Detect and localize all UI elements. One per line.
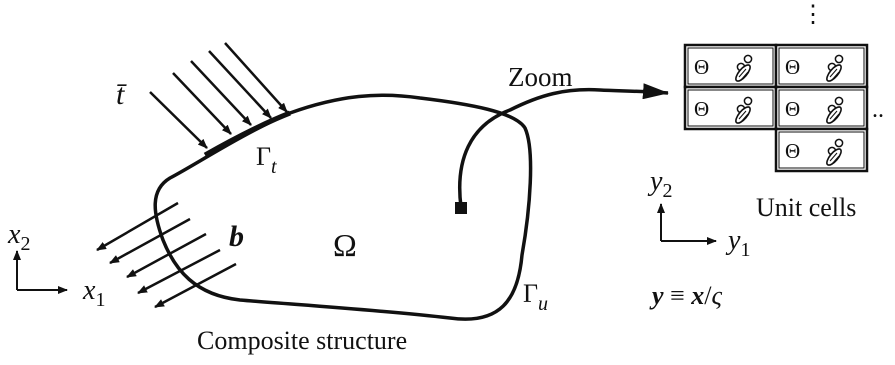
cell-theta-3: Θ bbox=[694, 97, 709, 121]
traction-label: t̄ bbox=[116, 78, 127, 111]
traction-boundary-segment bbox=[203, 110, 291, 158]
gamma-u-label: Γu bbox=[523, 279, 548, 315]
y2-axis-label: y2 bbox=[647, 166, 672, 202]
scaling-relation: y ≡ x/ς bbox=[649, 281, 722, 310]
traction-arrows bbox=[149, 42, 288, 149]
structure-boundary bbox=[153, 93, 533, 321]
zoom-arrow bbox=[458, 83, 669, 208]
x2-axis-label: x2 bbox=[7, 219, 30, 255]
micro-axes bbox=[657, 203, 717, 245]
body-force-arrows bbox=[96, 201, 237, 309]
cell-theta-1: Θ bbox=[694, 55, 709, 79]
domain-label: Ω bbox=[333, 227, 357, 263]
gamma-t-label: Γt bbox=[256, 142, 277, 178]
x1-axis-label: x1 bbox=[82, 275, 105, 311]
cell-theta-4: Θ bbox=[785, 97, 800, 121]
zoom-label: Zoom bbox=[508, 62, 573, 92]
unit-cells-caption: Unit cells bbox=[756, 193, 856, 222]
structure-caption: Composite structure bbox=[197, 326, 407, 355]
macro-axes bbox=[13, 250, 68, 294]
body-force-label: b bbox=[229, 220, 244, 253]
horizontal-ellipsis: .. bbox=[872, 97, 884, 123]
vertical-ellipsis: ⋮ bbox=[801, 2, 825, 28]
zoom-point bbox=[455, 202, 467, 214]
y1-axis-label: y1 bbox=[725, 225, 750, 261]
cell-theta-2: Θ bbox=[785, 55, 800, 79]
unit-cell-grid bbox=[683, 43, 869, 173]
cell-theta-5: Θ bbox=[785, 139, 800, 163]
